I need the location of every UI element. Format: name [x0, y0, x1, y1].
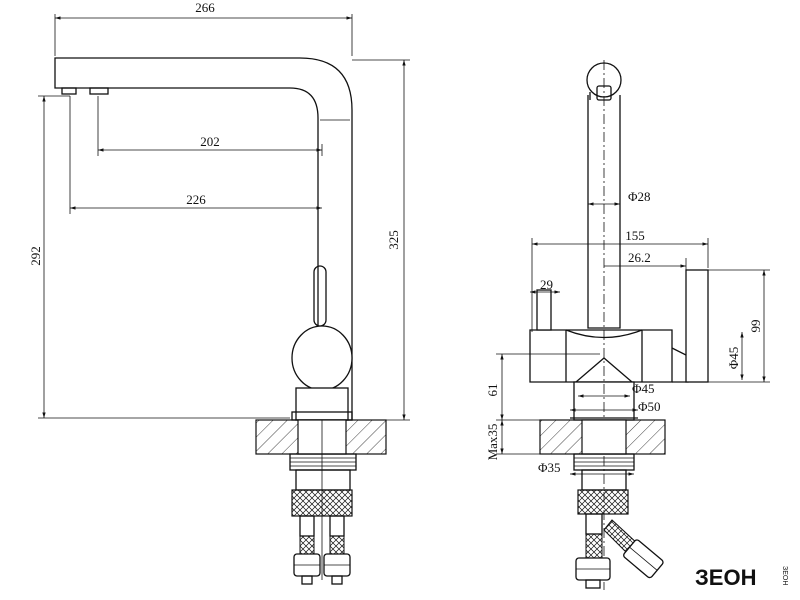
dim-dia28: Φ28	[628, 189, 651, 204]
dim-dia35: Φ35	[538, 460, 561, 475]
front-right-lever	[685, 269, 709, 383]
dim-dia45-side: Φ45	[726, 347, 741, 370]
side-view: 266 202 226 292 325	[28, 0, 410, 585]
dim-29: 29	[540, 277, 553, 292]
dim-dia45-base: Φ45	[632, 381, 655, 396]
dim-99: 99	[748, 320, 763, 333]
brand-logo-text: ЗЕОН	[695, 565, 756, 590]
front-spout-stem	[587, 95, 621, 329]
side-handle	[291, 325, 353, 391]
side-lever-slot	[313, 265, 327, 327]
dim-61: 61	[485, 384, 500, 397]
dim-292: 292	[28, 246, 43, 266]
side-body	[295, 387, 349, 421]
dim-202: 202	[200, 134, 220, 149]
brand-logo: ЗЕОН ЗЕОН	[695, 565, 788, 590]
dim-155: 155	[625, 228, 645, 243]
brand-logo-subtext: ЗЕОН	[781, 566, 788, 585]
dim-226: 226	[186, 192, 206, 207]
dim-266: 266	[195, 0, 215, 15]
side-hose-braid	[291, 489, 353, 517]
dim-dia50: Φ50	[638, 399, 661, 414]
dim-325: 325	[386, 230, 401, 250]
dim-26-2: 26.2	[628, 250, 651, 265]
front-left-lever	[536, 289, 552, 331]
front-hose-braid	[577, 489, 629, 515]
dim-max35: Max35	[485, 424, 500, 461]
front-view: Φ28 155 26.2 29 99 Φ45 61 Φ45 Φ50	[485, 60, 770, 590]
